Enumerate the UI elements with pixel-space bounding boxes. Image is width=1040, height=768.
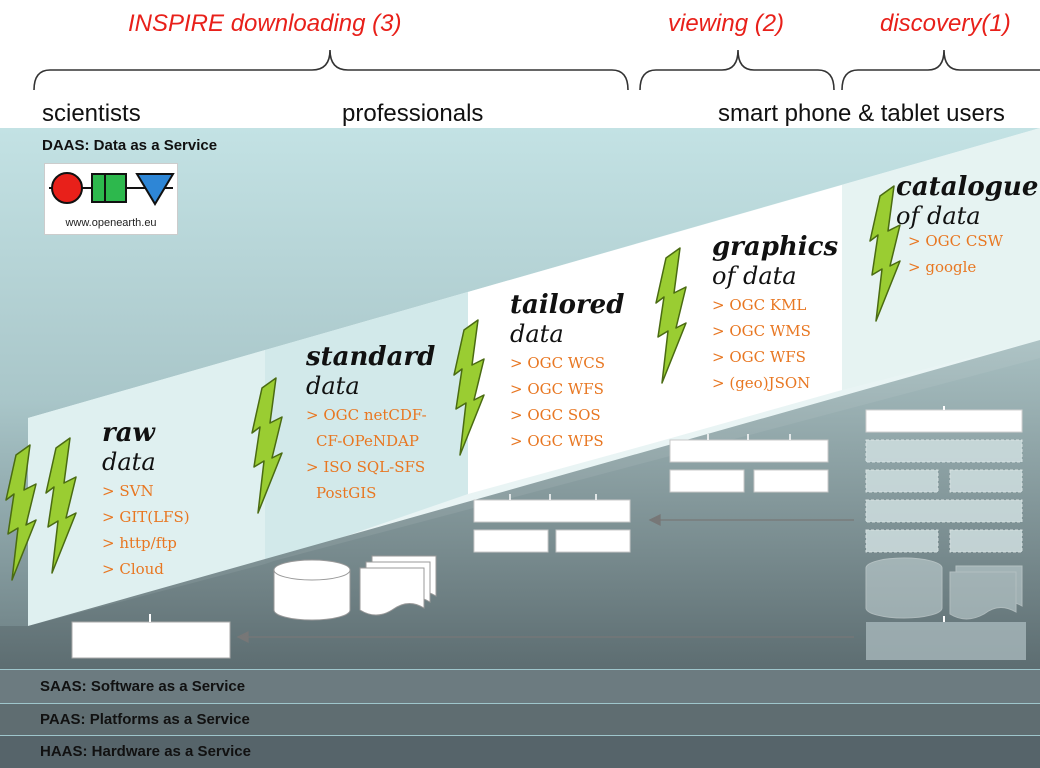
service-item: > OGC WFS (712, 348, 806, 366)
stage-graphics: graphics of data > OGC KML > OGC WMS > O… (712, 232, 838, 396)
stage-graphics-column (650, 185, 842, 444)
service-item: PostGIS (316, 484, 377, 502)
service-item: > OGC WFS (510, 380, 604, 398)
stage-tailored: tailored data > OGC WCS > OGC WFS > OGC … (510, 290, 624, 454)
stage-raw-sub: data (102, 448, 156, 476)
stage-tailored-services: > OGC WCS > OGC WFS > OGC SOS > OGC WPS (510, 350, 624, 454)
brace-discovery (841, 49, 1040, 91)
architecture-graphics (71, 409, 1026, 660)
logo-url: www.openearth.eu (65, 217, 157, 229)
inspire-downloading-label: INSPIRE downloading (3) (128, 10, 402, 37)
service-item: > Cloud (102, 560, 164, 578)
lightning-icon (251, 377, 283, 514)
stage-tailored-sub: data (510, 320, 564, 348)
raw-tier-box (71, 621, 231, 659)
paas-bar: PAAS: Platforms as a Service (0, 704, 1040, 736)
documents-icon (359, 555, 437, 616)
lightning-icon (45, 437, 77, 574)
stage-graphics-sub: of data (712, 262, 797, 290)
saas-bar: SAAS: Software as a Service (0, 670, 1040, 704)
stage-catalogue: catalogue of data > OGC CSW > google (896, 172, 1038, 280)
server-top-box (865, 409, 1023, 433)
service-item: > OGC WMS (712, 322, 811, 340)
service-item: > OGC WPS (510, 432, 604, 450)
stage-raw-title: raw (102, 418, 155, 448)
stage-standard-column (265, 292, 468, 564)
stage-raw-column (28, 350, 265, 626)
server-base (866, 622, 1026, 660)
server-db (865, 557, 1023, 620)
openearth-logo: www.openearth.eu (44, 163, 178, 235)
divider-line (0, 669, 1040, 670)
service-item: > OGC SOS (510, 406, 601, 424)
stage-raw: raw data > SVN > GIT(LFS) > http/ftp > C… (102, 418, 190, 582)
audience-scientists: scientists (42, 100, 141, 127)
viewing-label: viewing (2) (668, 10, 785, 37)
category-braces (33, 49, 1040, 91)
service-item: > OGC WCS (510, 354, 606, 372)
server-stack (865, 439, 1023, 553)
stage-tailored-column (468, 240, 650, 494)
stage-standard-services: > OGC netCDF- CF-OPeNDAP > ISO SQL-SFS P… (306, 402, 435, 506)
audience-professionals: professionals (342, 100, 484, 127)
lightning-bolts (5, 185, 901, 581)
daas-label: DAAS: Data as a Service (42, 137, 218, 154)
tailored-tier-boxes (473, 499, 631, 553)
standard-db-icon (273, 559, 351, 621)
stage-raw-services: > SVN > GIT(LFS) > http/ftp > Cloud (102, 478, 190, 582)
stage-catalogue-services: > OGC CSW > google (896, 228, 1038, 280)
stage-standard-sub: data (306, 372, 360, 400)
service-item: > OGC KML (712, 296, 807, 314)
discovery-label: discovery(1) (880, 10, 1011, 37)
service-item: > OGC netCDF- (306, 406, 427, 424)
stage-catalogue-sub: of data (896, 202, 981, 230)
stage-catalogue-title: catalogue (896, 172, 1039, 202)
service-item: > GIT(LFS) (102, 508, 190, 526)
haas-label: HAAS: Hardware as a Service (40, 743, 251, 760)
service-item: CF-OPeNDAP (316, 432, 419, 450)
brace-inspire (33, 49, 629, 91)
stage-tailored-title: tailored (510, 290, 625, 320)
stage-graphics-title: graphics (712, 232, 839, 262)
brace-viewing (639, 49, 835, 91)
service-item: > (geo)JSON (712, 374, 811, 392)
lightning-icon (655, 247, 687, 384)
service-item: > google (908, 258, 977, 276)
saas-label: SAAS: Software as a Service (40, 678, 246, 695)
audience-smartphone: smart phone & tablet users (718, 100, 1005, 127)
flow-arrows (236, 513, 854, 644)
openearth-logo-icon (49, 172, 175, 206)
lightning-icon (453, 319, 485, 456)
haas-bar: HAAS: Hardware as a Service (0, 736, 1040, 768)
service-item: > OGC CSW (908, 232, 1004, 250)
service-item: > SVN (102, 482, 154, 500)
stage-standard-title: standard (306, 342, 436, 372)
lightning-icon (5, 444, 37, 581)
service-item: > ISO SQL-SFS (306, 458, 426, 476)
lightning-icon (869, 185, 901, 322)
graphics-tier-boxes (669, 439, 829, 493)
paas-label: PAAS: Platforms as a Service (40, 711, 250, 728)
service-item: > http/ftp (102, 534, 177, 552)
stage-standard: standard data > OGC netCDF- CF-OPeNDAP >… (306, 342, 435, 506)
stage-graphics-services: > OGC KML > OGC WMS > OGC WFS > (geo)JSO… (712, 292, 838, 396)
